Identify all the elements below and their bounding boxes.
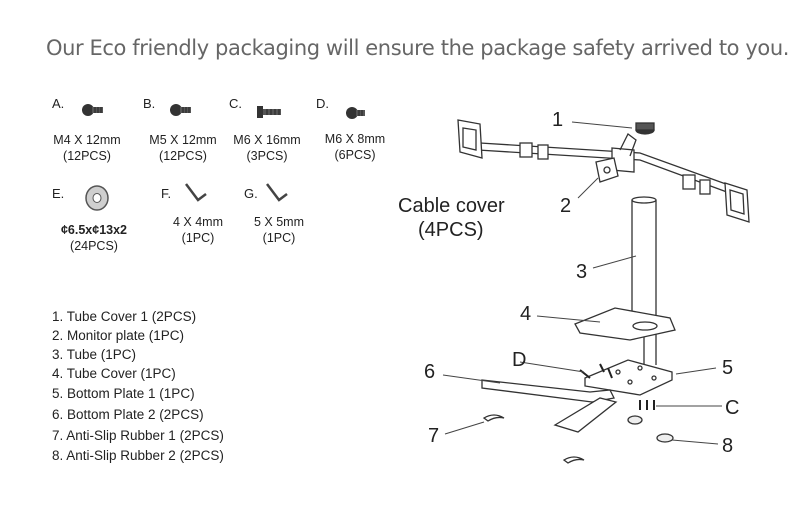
screw-icon bbox=[346, 107, 365, 119]
list-item: 6. Bottom Plate 2 (2PCS) bbox=[52, 407, 204, 422]
part-qty: (12PCS) bbox=[63, 149, 111, 163]
part-qty: (3PCS) bbox=[246, 149, 288, 163]
part-qty: (6PCS) bbox=[334, 148, 376, 162]
leader-line bbox=[519, 361, 585, 373]
list-item: 1. Tube Cover 1 (2PCS) bbox=[52, 309, 197, 324]
leader-line bbox=[444, 421, 485, 435]
leader-line bbox=[571, 121, 633, 129]
washer-icon bbox=[85, 185, 109, 211]
part-qty: (1PC) bbox=[262, 231, 296, 245]
callout-1: 1 bbox=[552, 109, 564, 131]
cable-cover-qty: (4PCS) bbox=[418, 219, 484, 241]
long-screw-icon bbox=[257, 106, 281, 118]
callout-5: 5 bbox=[722, 357, 734, 379]
part-spec: M4 X 12mm bbox=[53, 133, 121, 147]
part-letter: F. bbox=[161, 186, 172, 201]
part-spec: 5 X 5mm bbox=[253, 215, 304, 229]
screw-icon bbox=[82, 104, 103, 116]
callout-3: 3 bbox=[576, 261, 588, 283]
leader-line bbox=[671, 439, 719, 445]
list-item: 3. Tube (1PC) bbox=[52, 347, 137, 362]
leader-line bbox=[442, 374, 501, 384]
list-item: 8. Anti-Slip Rubber 2 (2PCS) bbox=[52, 448, 224, 463]
cable-cover-label: Cable cover bbox=[398, 195, 505, 217]
part-letter: E. bbox=[52, 186, 65, 201]
anti-slip-rubber-1 bbox=[482, 414, 585, 464]
part-qty: (12PCS) bbox=[159, 149, 207, 163]
screw-icon bbox=[170, 104, 191, 116]
part-letter: G. bbox=[244, 186, 258, 201]
list-item: 7. Anti-Slip Rubber 1 (2PCS) bbox=[52, 428, 224, 443]
screws-c bbox=[639, 400, 655, 410]
part-letter: A. bbox=[52, 96, 65, 111]
part-letter: B. bbox=[143, 96, 156, 111]
part-spec: M5 X 12mm bbox=[149, 133, 217, 147]
leader-line bbox=[577, 177, 599, 199]
tube-cover-cap bbox=[635, 122, 655, 135]
part-qty: (1PC) bbox=[181, 231, 215, 245]
part-spec: 4 X 4mm bbox=[172, 215, 223, 229]
bottom-plate-1 bbox=[584, 359, 673, 396]
callout-c: C bbox=[725, 397, 740, 419]
callout-8: 8 bbox=[722, 435, 734, 457]
leader-line bbox=[536, 315, 601, 323]
list-item: 5. Bottom Plate 1 (1PC) bbox=[52, 386, 195, 401]
tube bbox=[631, 196, 657, 365]
page-title: Our Eco friendly packaging will ensure t… bbox=[46, 36, 790, 60]
callout-4: 4 bbox=[520, 303, 532, 325]
anti-slip-rubber-2 bbox=[627, 415, 674, 443]
leader-line bbox=[675, 367, 717, 375]
part-spec: M6 X 8mm bbox=[324, 132, 386, 146]
monitor-arm bbox=[457, 119, 750, 223]
part-letter: D. bbox=[316, 96, 329, 111]
callout-6: 6 bbox=[424, 361, 436, 383]
hex-key-icon bbox=[266, 183, 288, 202]
list-item: 4. Tube Cover (1PC) bbox=[52, 366, 176, 381]
leader-line bbox=[592, 255, 637, 269]
part-qty: (24PCS) bbox=[70, 239, 118, 253]
tube-cover-plate bbox=[574, 307, 676, 341]
list-item: 2. Monitor plate (1PC) bbox=[52, 328, 185, 343]
part-letter: C. bbox=[229, 96, 242, 111]
callout-d: D bbox=[512, 349, 527, 371]
part-spec: M6 X 16mm bbox=[233, 133, 301, 147]
bottom-plate-2 bbox=[481, 379, 618, 433]
part-spec: ¢6.5x¢13x2 bbox=[60, 223, 128, 237]
monitor-plate bbox=[595, 133, 637, 183]
callout-7: 7 bbox=[428, 425, 440, 447]
hex-key-icon bbox=[185, 183, 207, 202]
callout-2: 2 bbox=[560, 195, 572, 217]
